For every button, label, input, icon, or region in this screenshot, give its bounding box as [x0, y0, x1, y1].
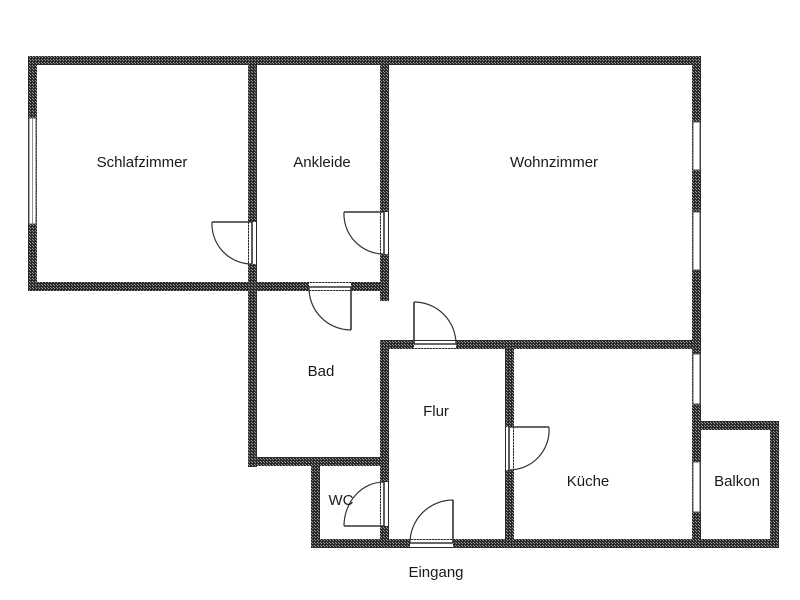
window-living-upper: [692, 121, 701, 171]
wall-wc-left: [311, 457, 320, 548]
window-living-lower: [692, 211, 701, 271]
door-arc-living: [413, 301, 457, 345]
wall-bath-left: [248, 282, 257, 467]
wall-outer-top: [28, 56, 701, 65]
door-arc-kitchen: [508, 426, 550, 471]
wall-bedroom-bottom: [28, 282, 387, 291]
door-swings: [211, 211, 550, 544]
label-bad: Bad: [308, 363, 335, 380]
window-kitchen-lower: [692, 461, 701, 513]
label-flur: Flur: [423, 403, 449, 420]
label-wohnzimmer: Wohnzimmer: [510, 154, 598, 171]
room-labels: Schlafzimmer Ankleide Wohnzimmer Bad Flu…: [97, 154, 760, 509]
door-arc-dressing: [343, 211, 385, 255]
window-kitchen-upper: [692, 353, 701, 405]
label-wc: WC: [329, 492, 354, 509]
wall-kitchen-right: [692, 340, 701, 548]
windows: [28, 117, 701, 513]
wall-outer-right-living: [692, 56, 701, 349]
label-kueche: Küche: [567, 473, 610, 490]
wall-corridor-left: [380, 340, 389, 545]
wall-balcony-top: [692, 421, 779, 430]
door-arc-bath: [308, 286, 352, 331]
walls: [28, 56, 779, 548]
label-schlafzimmer: Schlafzimmer: [97, 154, 188, 171]
label-eingang: Eingang: [408, 564, 463, 581]
wall-living-bottom: [380, 340, 701, 349]
door-arc-entrance: [409, 499, 454, 544]
door-arc-bedroom: [211, 221, 253, 265]
wall-outer-bottom: [311, 539, 779, 548]
door-arc-wc: [343, 481, 385, 527]
wall-bedroom-dressing: [248, 56, 257, 291]
wall-balcony-right: [770, 421, 779, 548]
label-ankleide: Ankleide: [293, 154, 351, 171]
label-balkon: Balkon: [714, 473, 760, 490]
wall-dressing-living: [380, 56, 389, 301]
